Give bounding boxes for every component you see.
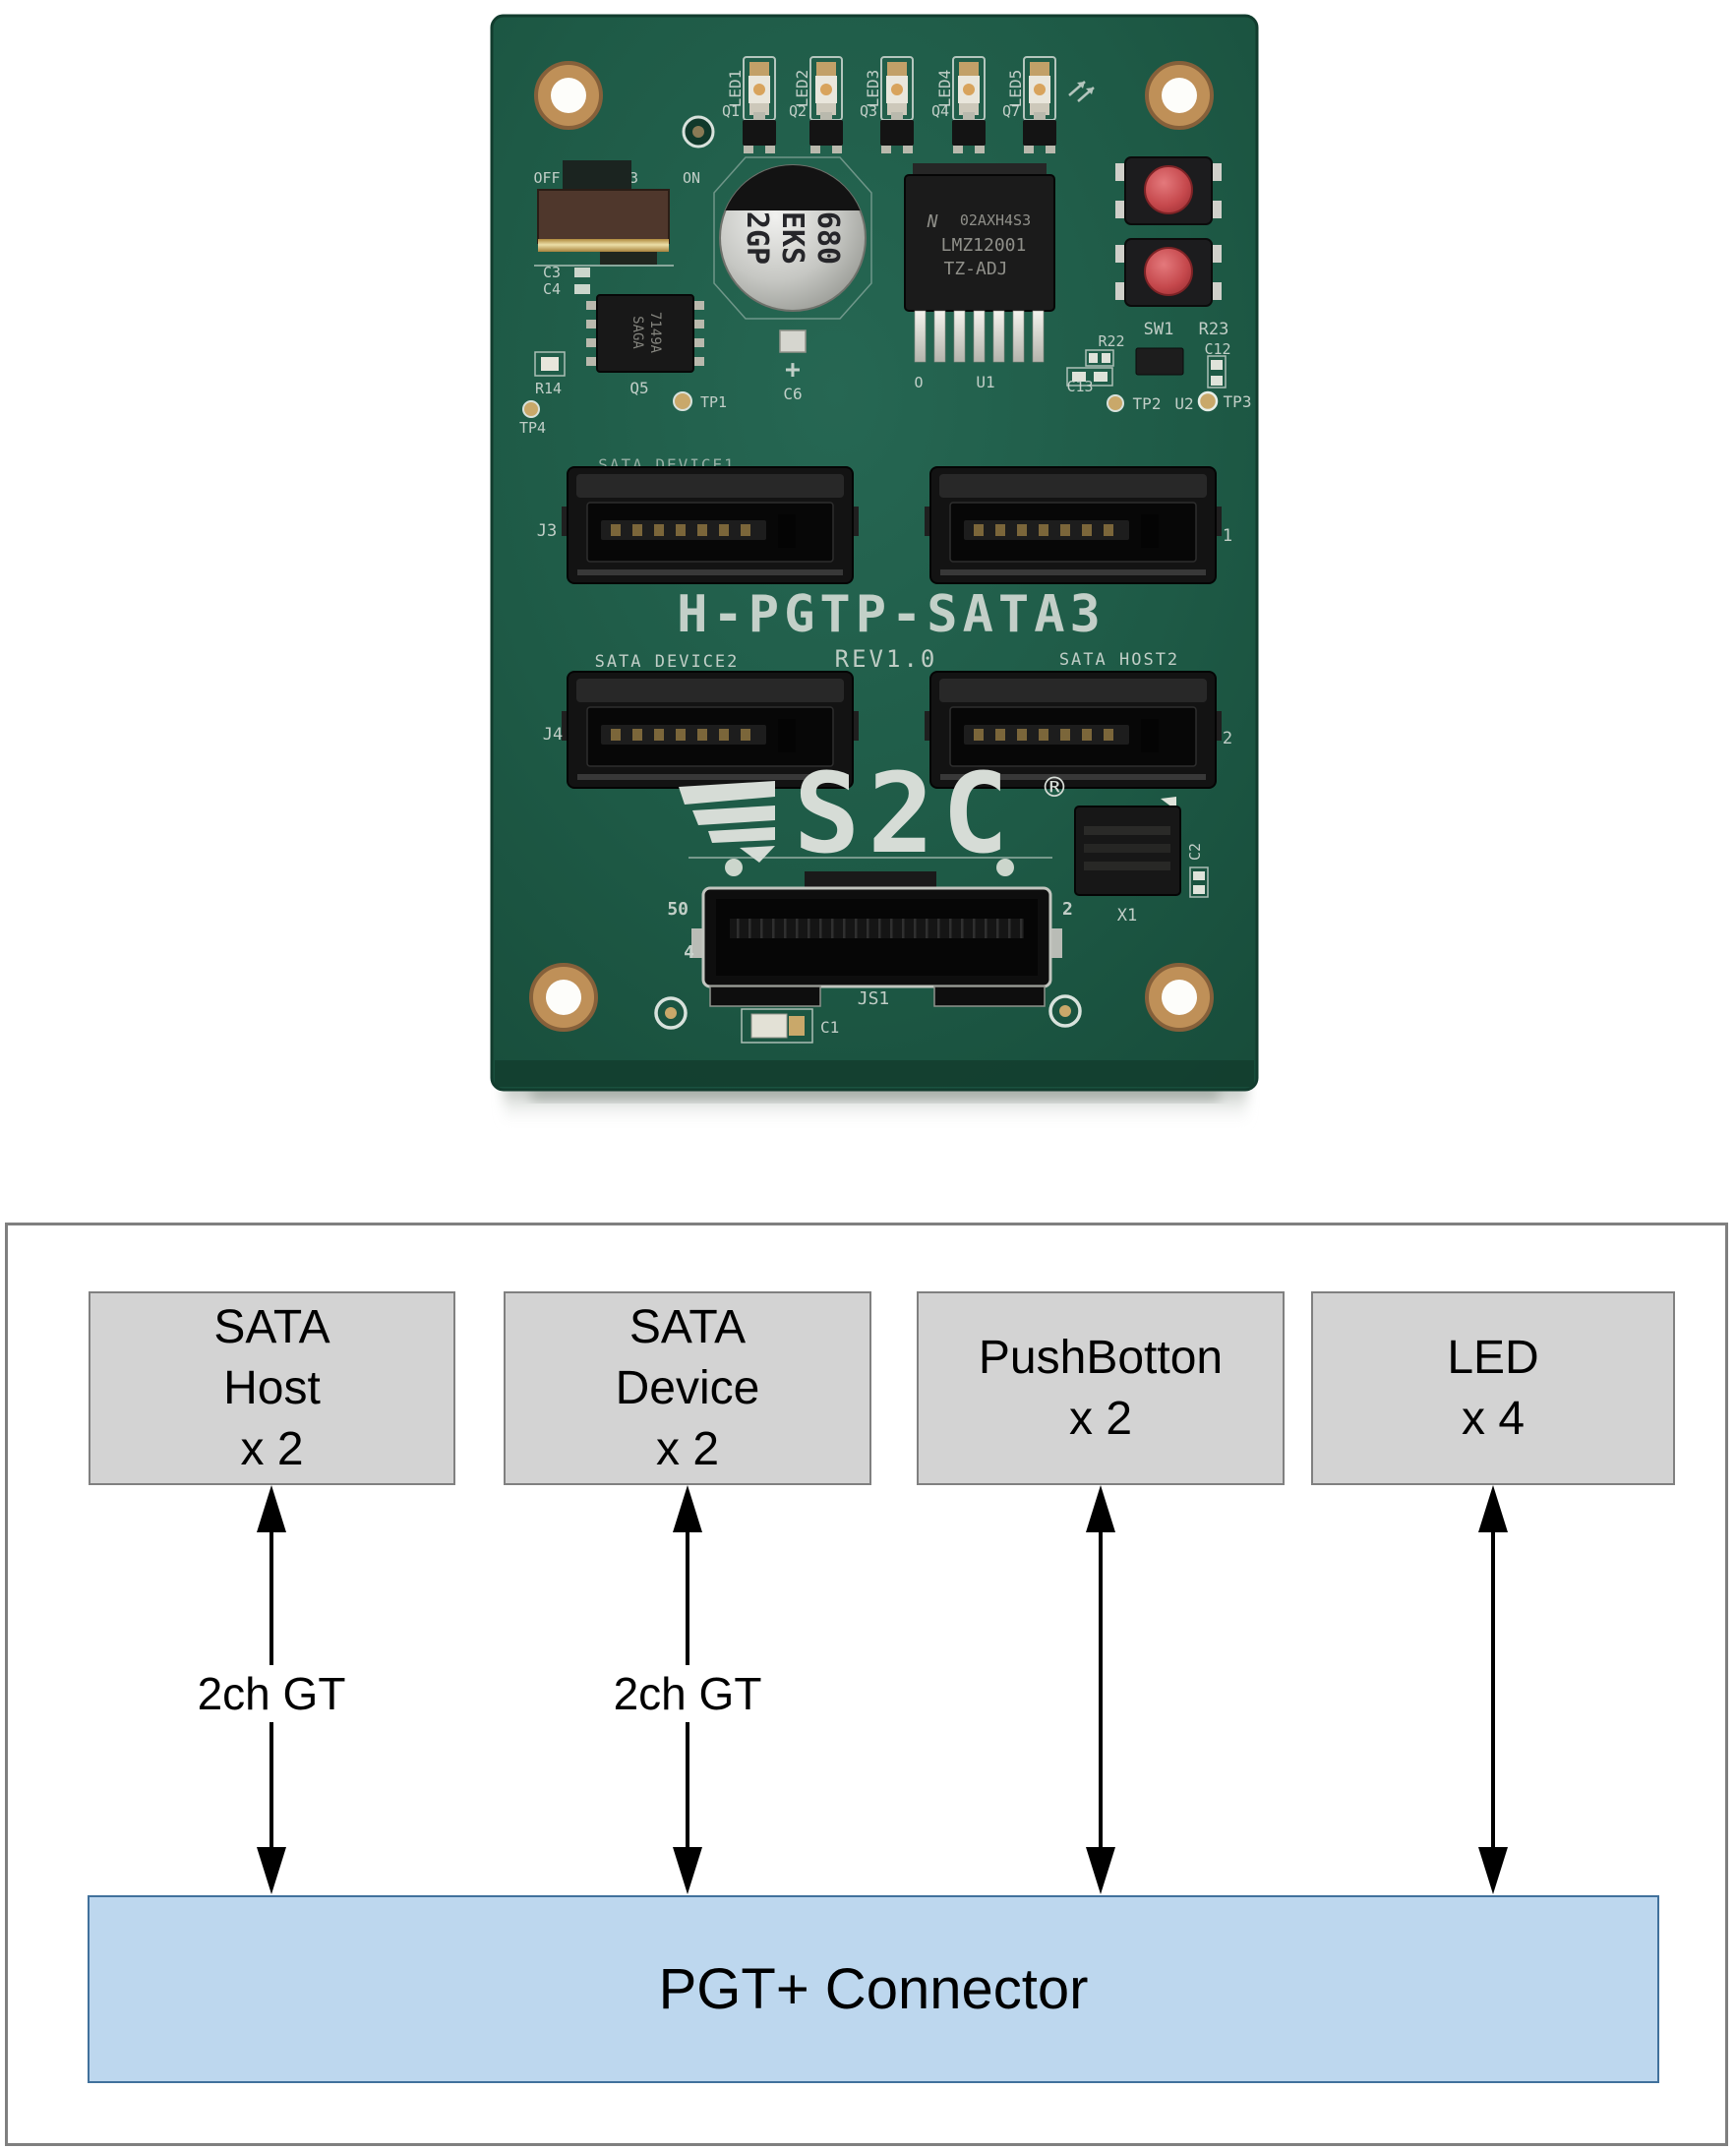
js1-pin50-label: 50: [667, 899, 688, 920]
tp1-label: TP1: [700, 393, 727, 411]
q3-label: Q3: [860, 102, 877, 120]
js1-pin4-label: 4: [684, 942, 694, 963]
sata-device2-label: SATA DEVICE2: [595, 652, 740, 672]
push-button-2: [1114, 238, 1223, 307]
led4-label: LED4: [935, 70, 954, 108]
regulator-pin1-label: O: [914, 374, 923, 391]
q7-label: Q7: [1002, 102, 1020, 120]
led5-label: LED5: [1006, 70, 1025, 108]
regulator-line2: LMZ12001: [941, 235, 1027, 256]
block-pushbotton: PushBotton x 2: [917, 1291, 1285, 1485]
chip-x1: X1 C2: [1074, 797, 1209, 926]
mount-hole-bottom-right: [1145, 963, 1214, 1032]
mount-hole-top-right: [1145, 61, 1214, 130]
mount-hole-bottom-left: [529, 963, 598, 1032]
regulator-line3: TZ-ADJ: [943, 259, 1007, 279]
component-c1: C1: [741, 1008, 839, 1044]
board-revision: REV1.0: [835, 645, 938, 673]
c2-label: C2: [1186, 843, 1204, 861]
j3-label: J3: [537, 521, 557, 541]
s2c-logo-text: S2C: [794, 750, 1016, 878]
tp2-label: TP2: [1133, 394, 1162, 413]
regulator-brand: N: [927, 211, 938, 232]
r23-label: R23: [1199, 320, 1229, 339]
c3-label: C3: [543, 264, 561, 281]
host2-num-label: 2: [1223, 729, 1232, 748]
tp3-label: TP3: [1224, 392, 1252, 411]
led-row: LED1 LED2 LED3 LED4 LED5: [726, 56, 1095, 121]
sata-connector-device1: [561, 466, 860, 584]
r22-label: R22: [1098, 332, 1124, 350]
tp4-label: TP4: [519, 419, 546, 437]
power-switch: OFF S3 ON: [533, 160, 700, 267]
c13-label: C13: [1066, 378, 1093, 395]
silk-right-block: SW1 R23 R22 C12 C13 TP2 U2 TP3: [1066, 320, 1251, 413]
push-button-1: [1114, 156, 1223, 225]
polarity-glyph: [1068, 81, 1095, 102]
c4-label: C4: [543, 280, 561, 298]
led1-label: LED1: [726, 70, 745, 108]
cap-ref: C6: [783, 385, 802, 403]
board-title: H-PGTP-SATA3: [677, 585, 1106, 644]
s2c-logo-reg: ®: [1045, 768, 1065, 807]
mount-hole-top-left: [534, 61, 603, 130]
j4-label: J4: [543, 725, 563, 745]
led3-label: LED3: [864, 70, 882, 108]
switch-off-label: OFF: [533, 169, 560, 187]
host1-num-label: 1: [1223, 526, 1232, 546]
cap-line3: 2GP: [740, 211, 774, 265]
pgt-connector-bar: PGT+ Connector: [88, 1895, 1659, 2083]
pcb-board: LED1 LED2 LED3 LED4 LED5 Q1 Q2: [490, 14, 1259, 1092]
q1-label: Q1: [722, 102, 740, 120]
sw1-label: SW1: [1144, 320, 1174, 339]
js1-label: JS1: [858, 988, 890, 1009]
regulator-line1: 02AXH4S3: [960, 211, 1031, 229]
gt-label-device: 2ch GT: [603, 1665, 772, 1722]
q4-label: Q4: [931, 102, 949, 120]
q5-label: Q5: [629, 379, 648, 397]
regulator-u1: N 02AXH4S3 LMZ12001 TZ-ADJ O U1: [904, 163, 1055, 391]
block-led: LED x 4: [1311, 1291, 1675, 1485]
pcb-photo: LED1 LED2 LED3 LED4 LED5 Q1 Q2: [490, 14, 1259, 1127]
silk-left-block: C3 C4 R14 TP4 TP1: [519, 264, 727, 437]
cap-plus: +: [785, 355, 801, 385]
soic-line1: 7149A: [647, 312, 663, 354]
x1-label: X1: [1117, 906, 1137, 926]
c1-label: C1: [820, 1018, 839, 1037]
fiducial: [682, 115, 715, 149]
js1-pin2-label: 2: [1062, 899, 1073, 920]
switch-on-label: ON: [683, 169, 700, 187]
cap-line2: EKS: [775, 211, 809, 265]
sata-connector-host1: [924, 466, 1223, 584]
u2-label: U2: [1174, 394, 1193, 413]
sata-host2-label: SATA HOST2: [1059, 650, 1179, 670]
soic-line2: SAGA: [629, 316, 645, 349]
block-sata-host: SATA Host x 2: [89, 1291, 455, 1485]
c12-label: C12: [1204, 340, 1230, 358]
led2-label: LED2: [793, 70, 811, 108]
regulator-ref: U1: [976, 373, 994, 391]
cap-line1: 680: [810, 211, 845, 265]
block-sata-device: SATA Device x 2: [504, 1291, 871, 1485]
js1-connector: 50 2 4 JS1: [667, 857, 1073, 1009]
regulator-pins: [914, 310, 1045, 363]
gt-label-host: 2ch GT: [187, 1665, 356, 1722]
q2-label: Q2: [789, 102, 807, 120]
capacitor-c6: 680 EKS 2GP + C6: [713, 156, 872, 403]
r14-label: R14: [535, 380, 562, 397]
transistor-row: Q1 Q2 Q3 Q4 Q7: [722, 102, 1056, 153]
soic-q5: 7149A SAGA Q5: [586, 294, 704, 397]
